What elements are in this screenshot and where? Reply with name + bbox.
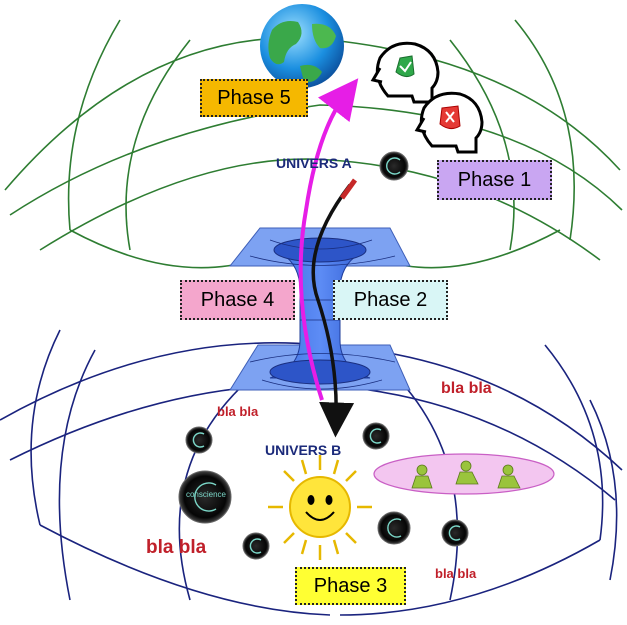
head-check-icon [370,41,440,104]
bla-bla-upper-right: bla bla [441,380,492,397]
magenta-arrow [298,78,359,401]
red-arrow-tip [339,178,358,200]
univers-a-label: UNIVERS A [276,155,352,171]
sun-face-icon [268,455,372,560]
highlight-ellipse [373,453,555,495]
black-arrow [311,183,355,438]
univers-b-label: UNIVERS B [265,442,342,458]
conscience-badge-icon [178,151,469,560]
phase-2-label: Phase 2 [333,280,448,320]
wormhole-funnel-icon [228,227,411,391]
earth-globe-icon [260,4,344,88]
bla-bla-lower-right: bla bla [435,566,477,581]
lower-universe-lines [0,329,623,616]
bla-bla-lower-left: bla bla [146,537,207,558]
conscience-badge-text: conscience [185,490,227,499]
phase-5-label: Phase 5 [200,79,308,117]
bla-bla-upper-left: bla bla [217,404,259,419]
phase-1-label: Phase 1 [437,160,552,200]
phase-4-label: Phase 4 [180,280,295,320]
head-cross-icon [414,91,484,154]
phase-3-label: Phase 3 [295,567,406,605]
